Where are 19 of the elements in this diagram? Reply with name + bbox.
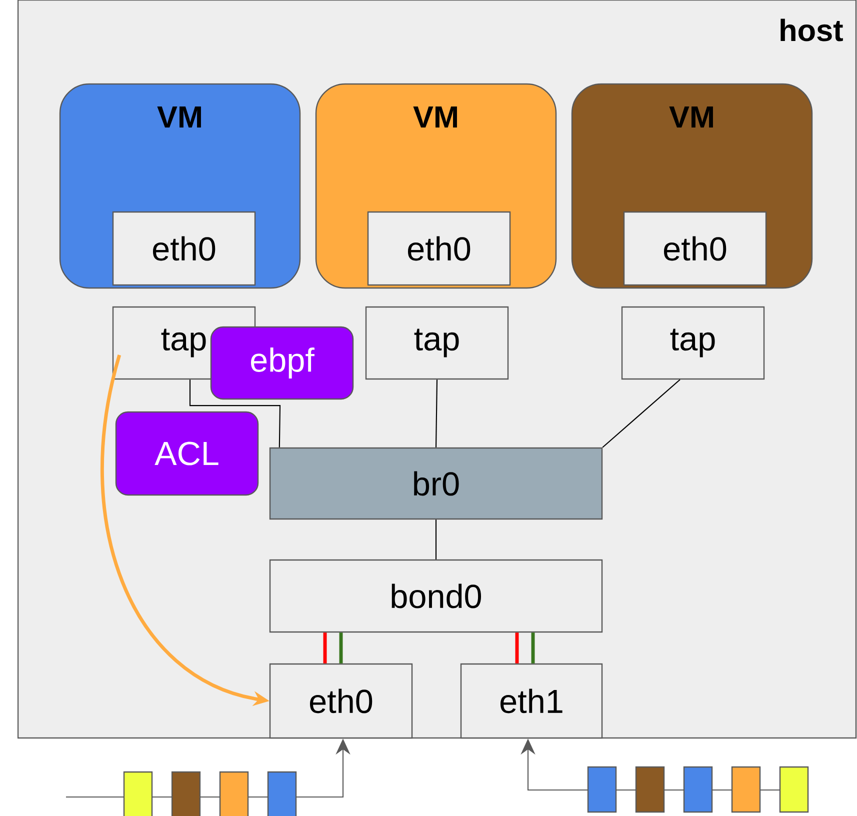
interface-box: eth1 (460, 663, 603, 739)
filter-box: ebpf (210, 326, 354, 400)
interface-box: eth0 (112, 211, 256, 286)
connector (323, 632, 327, 664)
connector (435, 520, 437, 560)
interface-box: tap (621, 306, 765, 380)
connector (189, 380, 281, 448)
connector (515, 632, 519, 664)
connector (602, 379, 680, 448)
filter-box: ACL (115, 411, 259, 496)
connector (339, 632, 343, 664)
connector (531, 632, 535, 664)
interface-box: eth0 (623, 211, 767, 286)
interface-box: bond0 (269, 559, 603, 633)
interface-box: br0 (269, 447, 603, 520)
interface-box: tap (365, 306, 509, 380)
interface-box: eth0 (367, 211, 511, 286)
interface-box: eth0 (269, 663, 413, 739)
connector (435, 380, 438, 448)
